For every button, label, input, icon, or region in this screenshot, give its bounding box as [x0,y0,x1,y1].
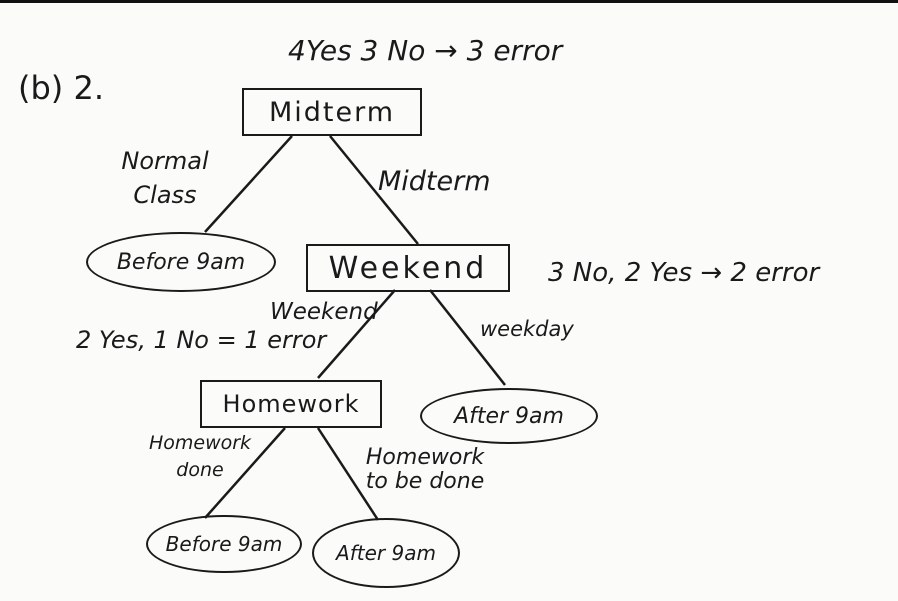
node-weekend: Weekend [306,244,510,292]
root-annotation: 4Yes 3 No → 3 error [288,34,563,67]
annotation-weekend-node: 3 No, 2 Yes → 2 error [548,258,820,288]
part-label: (b) 2. [18,69,104,107]
edge-homework-to-todo [316,427,380,521]
edge-label-weekday: weekday [480,317,574,341]
leaf-after-9am-weekday: After 9am [420,388,598,444]
edge-root-to-weekend [329,135,419,245]
node-homework: Homework [200,380,382,428]
edge-weekend-to-homework [317,289,396,379]
annotation-weekend-edge: 2 Yes, 1 No = 1 error [76,326,327,354]
edge-homework-to-done [204,427,286,519]
edge-label-homework-to-be-done: Homework to be done [365,445,485,495]
leaf-before-9am-homework-done: Before 9am [146,515,302,573]
node-midterm: Midterm [242,88,422,136]
leaf-after-9am-homework-todo: After 9am [312,518,460,588]
edge-label-midterm: Midterm [378,166,491,197]
edge-label-homework-done: Homework done [148,432,252,481]
edge-label-weekend: Weekend [270,299,378,325]
edge-weekend-to-weekday [429,289,506,386]
leaf-before-9am-normal-class: Before 9am [86,232,276,292]
edge-root-to-normal-class [204,135,293,233]
edge-label-normal-class: Normal Class [121,147,209,209]
top-border-line [0,0,898,3]
